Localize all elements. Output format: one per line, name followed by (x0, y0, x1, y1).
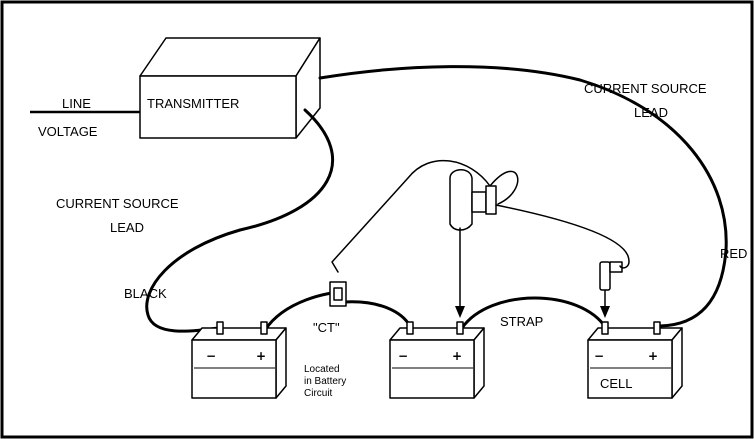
located-note-line1: Located (304, 364, 340, 375)
battery-2-minus: − (398, 349, 408, 363)
battery-1: − + (191, 321, 287, 399)
ct-clamp-device (329, 281, 347, 307)
meter-probe-large (449, 169, 497, 318)
ct-label: "CT" (313, 320, 340, 335)
ct-sensor-wire (331, 159, 491, 273)
battery-cell: − + CELL (587, 321, 683, 399)
red-lead-wire (318, 65, 728, 328)
transmitter-box: TRANSMITTER (139, 37, 321, 139)
battery-1-plus: + (256, 349, 266, 363)
strap-label: STRAP (500, 314, 543, 329)
cell-label: CELL (600, 376, 633, 391)
strap-wire-3 (460, 296, 608, 330)
line-label: LINE (62, 96, 91, 111)
current-source-right-line2: LEAD (634, 105, 668, 120)
battery-1-minus: − (206, 349, 216, 363)
black-label: BLACK (124, 286, 167, 301)
battery-2-plus: + (452, 349, 462, 363)
transmitter-label: TRANSMITTER (147, 96, 239, 111)
located-note-line3: Circuit (304, 388, 333, 399)
current-source-left-line1: CURRENT SOURCE (56, 196, 179, 211)
meter-probe-small (599, 261, 623, 318)
located-note-line2: in Battery (304, 376, 346, 387)
battery-cell-plus: + (648, 349, 658, 363)
probe-connector-wire (495, 204, 630, 269)
black-lead-wire (145, 108, 335, 333)
battery-cell-minus: − (594, 349, 604, 363)
red-label: RED (720, 246, 747, 261)
current-source-left-line2: LEAD (110, 220, 144, 235)
meter-loop-wire (489, 170, 519, 205)
current-source-right-line1: CURRENT SOURCE (584, 81, 707, 96)
voltage-label: VOLTAGE (38, 124, 98, 139)
battery-2: − + (389, 321, 485, 399)
